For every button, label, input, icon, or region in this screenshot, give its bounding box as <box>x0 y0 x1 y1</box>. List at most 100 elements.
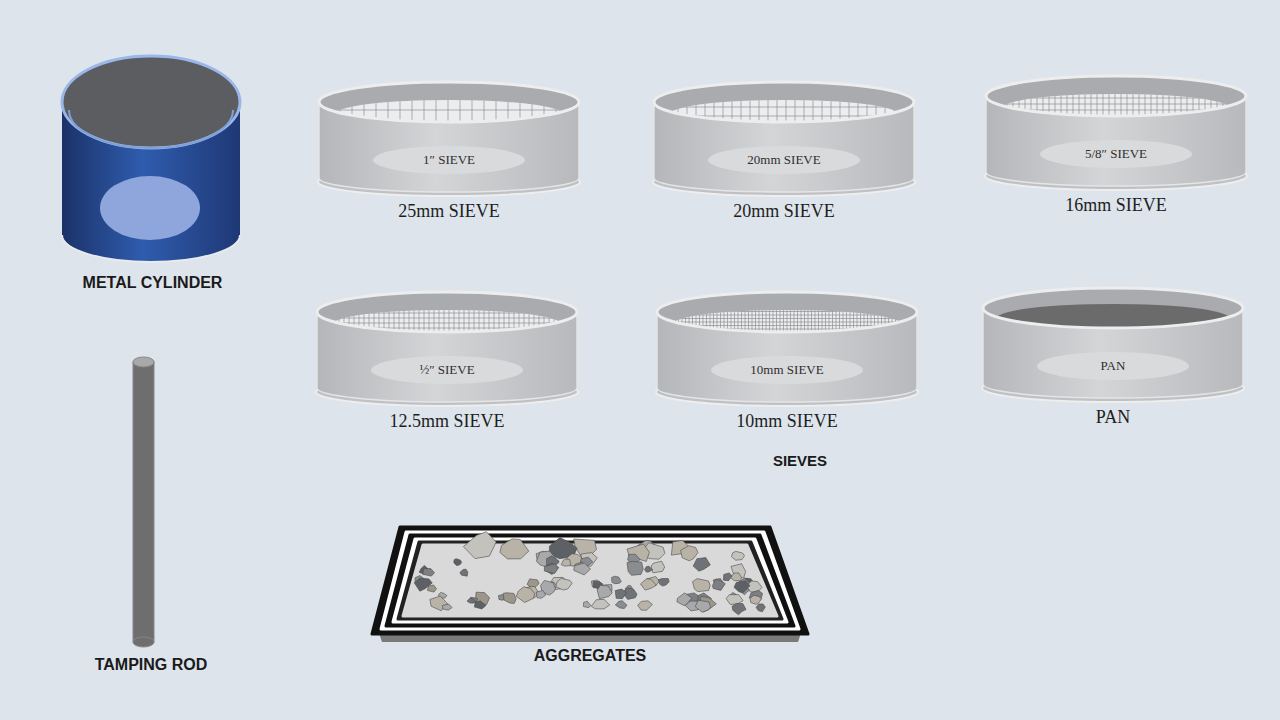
sieve: 1″ SIEVE25mm SIEVE <box>310 78 588 228</box>
drawing-part <box>982 288 1244 402</box>
drawing-part <box>654 292 920 406</box>
aggregate-stone <box>544 564 558 574</box>
drawing-part <box>316 110 582 111</box>
label-holder: SIEVES <box>700 451 900 471</box>
sieve-rim <box>986 76 1246 116</box>
drawing-part <box>62 56 240 262</box>
drawing-part <box>314 308 580 309</box>
aggregate-stone <box>732 604 746 615</box>
aggregate-stone <box>584 601 591 608</box>
aggregate-stone <box>467 598 474 603</box>
aggregate-stone <box>726 595 743 605</box>
sieve-rim <box>983 288 1243 328</box>
tray-rim <box>381 532 799 629</box>
aggregate-stone <box>750 595 762 604</box>
sieve-rim <box>654 82 914 122</box>
drawing-part <box>983 92 1249 93</box>
aggregate-stone <box>734 581 750 593</box>
drawing-part <box>314 292 580 406</box>
drawing-part <box>314 323 580 324</box>
aggregate-stone <box>731 551 744 560</box>
sieve-rim <box>657 292 917 332</box>
drawing-part <box>983 76 1249 190</box>
drawing-part <box>654 308 920 309</box>
drawing-part <box>316 98 582 99</box>
aggregate-stone <box>693 579 711 592</box>
cylinder-opening <box>62 56 240 148</box>
aggregate-stone <box>695 600 710 612</box>
aggregate-stone <box>638 601 653 611</box>
sieve-label: 12.5mm SIEVE <box>308 410 586 432</box>
aggregate-stone <box>574 563 591 575</box>
tray-rim <box>372 527 808 634</box>
drawing-part <box>579 306 580 342</box>
tray-rim <box>398 542 782 619</box>
aggregate-tray: AGGREGATES <box>362 520 818 670</box>
drawing-part <box>314 313 580 314</box>
drawing-part <box>654 315 920 316</box>
aggregate-stone <box>693 558 710 572</box>
drawing-part <box>654 322 920 323</box>
drawing-part <box>314 318 580 319</box>
sieve-rim <box>319 82 579 122</box>
sieve-rim <box>317 292 577 332</box>
drawing-part <box>651 96 652 132</box>
aggregate-stone <box>591 599 609 609</box>
sieve-size-marking: ½″ SIEVE <box>308 361 586 379</box>
metal-cylinder: METAL CYLINDER <box>49 50 256 295</box>
drawing-part <box>920 306 921 342</box>
sieve-label: 10mm SIEVE <box>648 410 926 432</box>
aggregate-stone <box>651 561 665 573</box>
sieve-size-marking: 20mm SIEVE <box>645 151 923 169</box>
drawing-part <box>983 98 1249 99</box>
aggregate-stone <box>503 593 516 604</box>
aggregate-stone <box>427 585 436 592</box>
aggregate-stone <box>561 559 570 566</box>
tray-rim <box>393 539 787 622</box>
aggregate-stone <box>627 561 643 575</box>
tray-rim <box>386 535 794 626</box>
aggregate-stone <box>612 576 622 584</box>
sieve-size-marking: PAN <box>974 357 1252 375</box>
drawing-part <box>654 318 920 319</box>
aggregate-stone <box>556 578 573 590</box>
aggregate-stone <box>454 559 462 566</box>
aggregate-stone <box>516 587 534 603</box>
aggregate-stone <box>615 601 627 609</box>
cylinder-inner-rim <box>69 110 233 148</box>
sieve: ½″ SIEVE 12.5mm SIEVE <box>308 288 586 438</box>
sieve-size-marking: 5/8″ SIEVE <box>977 145 1255 163</box>
drawing-part <box>651 98 917 99</box>
aggregate-stone <box>615 589 626 599</box>
aggregate-stone <box>658 579 669 587</box>
sieve-label: 20mm SIEVE <box>645 200 923 222</box>
rod-body <box>133 362 154 642</box>
aggregate-stone <box>756 604 765 612</box>
sieve: 5/8″ SIEVE 16mm SIEVE <box>977 72 1255 222</box>
sieve-label: 16mm SIEVE <box>977 194 1255 216</box>
apparatus-label: AGGREGATES <box>362 646 818 666</box>
sieve: 10mm SIEVE 10mm SIEVE <box>648 288 926 438</box>
tamping-rod: TAMPING ROD <box>66 352 236 677</box>
sieve-label: PAN <box>974 406 1252 428</box>
sieve-size-marking: 10mm SIEVE <box>648 361 926 379</box>
apparatus-label: TAMPING ROD <box>66 655 236 675</box>
cylinder-highlight <box>100 176 200 240</box>
apparatus-label: METAL CYLINDER <box>49 273 256 293</box>
aggregate-stone <box>645 566 653 572</box>
drawing-part <box>654 311 920 312</box>
aggregate-stone <box>681 546 698 561</box>
drawing-part <box>372 527 808 642</box>
group-label: SIEVES <box>700 451 900 471</box>
sieve-size-marking: 1″ SIEVE <box>310 151 588 169</box>
aggregate-stone <box>423 569 435 577</box>
tamping-rod-drawing <box>66 352 236 677</box>
aggregate-stone <box>460 569 468 576</box>
rod-top <box>133 357 154 367</box>
aggregate-stone <box>713 579 726 591</box>
drawing-part <box>314 306 315 342</box>
rod-end <box>133 637 154 647</box>
drawing-part <box>316 82 582 196</box>
aggregate-stone <box>536 590 546 598</box>
